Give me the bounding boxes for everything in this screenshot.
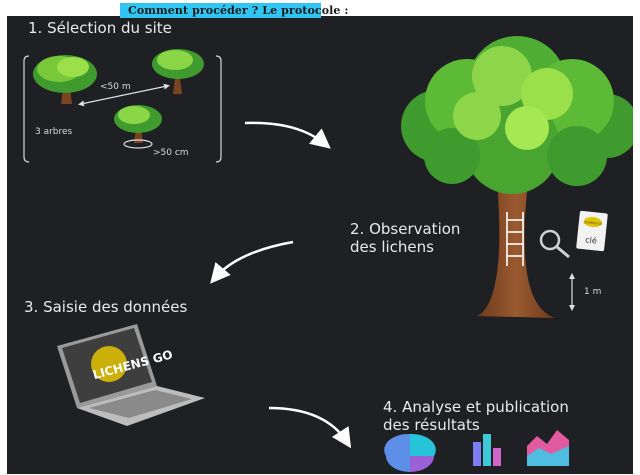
area-chart-icon	[527, 430, 569, 466]
small-tree-3	[114, 105, 162, 143]
height-label: 1 m	[584, 287, 602, 297]
step-4-label-line2: des résultats	[383, 416, 480, 434]
pie-chart-icon	[384, 433, 436, 472]
key-card-logo: LICHENS GO	[583, 220, 603, 226]
circumference-label: >50 cm	[153, 148, 189, 158]
step-2-label-line2: des lichens	[350, 238, 434, 256]
key-card-label: clé	[585, 234, 598, 245]
big-tree	[401, 36, 633, 318]
small-tree-1	[33, 55, 97, 104]
laptop: LICHENS GO	[57, 324, 205, 426]
step-1-label: 1. Sélection du site	[28, 19, 172, 37]
protocol-infographic: 1. Sélection du site 2. Observation des …	[7, 16, 633, 474]
illustration: clé LICHENS GO LICHENS GO	[23, 36, 633, 472]
step-4-label-line1: 4. Analyse et publication	[383, 398, 569, 416]
measure-ladder	[506, 212, 524, 266]
small-tree-2	[152, 49, 204, 94]
page-title: Comment procéder ? Le protocole :	[128, 4, 349, 17]
step-3-label: 3. Saisie des données	[24, 298, 188, 316]
magnifier-icon	[539, 229, 570, 259]
key-card: clé LICHENS GO	[576, 210, 608, 252]
step-2-label-line1: 2. Observation	[350, 220, 461, 238]
title-banner	[120, 3, 321, 18]
site-bracket	[23, 55, 222, 163]
tree-count-label: 3 arbres	[35, 127, 73, 137]
bar-chart-icon	[473, 434, 501, 466]
